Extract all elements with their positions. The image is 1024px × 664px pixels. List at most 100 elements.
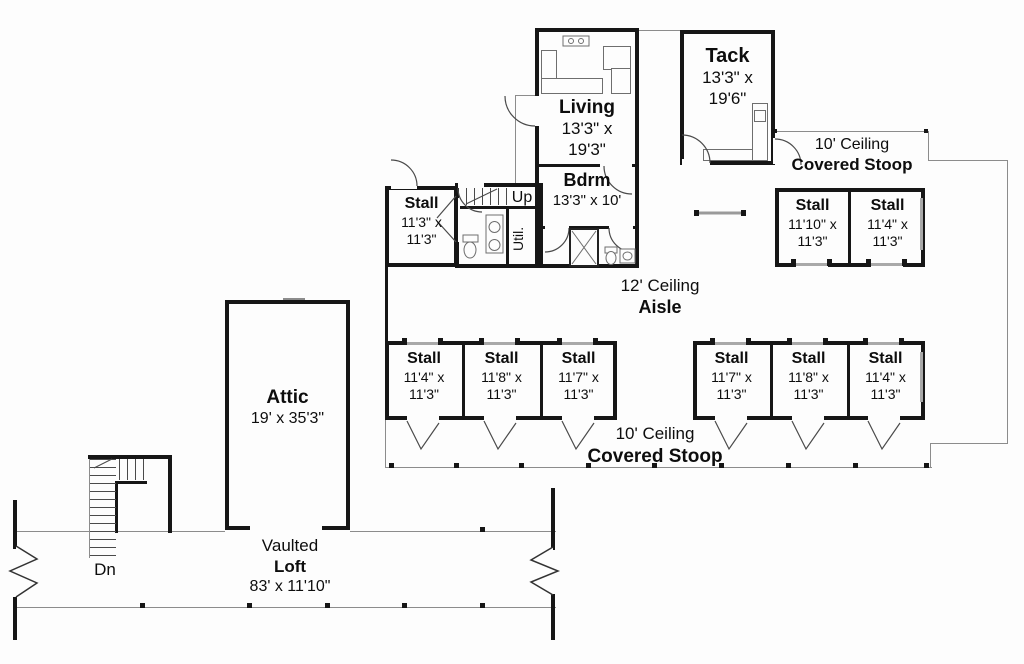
stall-dims: 11'3" (793, 385, 824, 402)
stall-dims: 11'3" (872, 232, 903, 249)
room-name: Attic (266, 387, 309, 408)
stall-se1-label: Stall 11'7" x 11'3" (695, 349, 768, 403)
door-panel (871, 263, 903, 266)
stall-dims: 11'4" x (403, 368, 445, 385)
stall-name: Stall (868, 350, 903, 367)
aisle-label: 12' Ceiling Aisle (570, 276, 750, 319)
stall-name: Stall (870, 197, 905, 214)
wall-segment (115, 481, 118, 533)
stall-dims: 11'8" x (788, 368, 829, 385)
room-name: Living (559, 97, 615, 118)
door-opening (545, 226, 569, 229)
outline-line (775, 131, 928, 132)
outline-line (1007, 160, 1008, 444)
room-dims: 13'3" x 10' (552, 191, 622, 209)
dn-text: Dn (94, 560, 116, 579)
up-text: Up (511, 189, 533, 206)
stoop-top-label: 10' Ceiling Covered Stoop (778, 135, 926, 175)
stairs-dn-treads (119, 459, 147, 480)
room-dims: 19'3" (568, 139, 606, 159)
tack-counter (754, 110, 766, 122)
loft-label: Vaulted Loft 83' x 11'10" (215, 536, 365, 597)
wall-segment (455, 206, 543, 209)
stall-dims: 11'4" x (867, 215, 908, 232)
gate-post (694, 210, 699, 216)
stall-ne1-label: Stall 11'10" x 11'3" (777, 196, 848, 250)
util-label: Util. (510, 212, 527, 266)
loft-dims: 83' x 11'10" (249, 578, 331, 596)
wall-segment (168, 455, 172, 533)
door-panel (715, 342, 747, 345)
stall-sw3-label: Stall 11'7" x 11'3" (542, 349, 615, 403)
door-panel (407, 342, 439, 345)
door-panel (868, 342, 900, 345)
stall-dims: 11'3" (409, 385, 439, 402)
door-opening (715, 415, 747, 421)
kitchen-fridge (603, 46, 631, 70)
room-dims: 19'6" (708, 89, 747, 109)
stall-dims: 11'4" x (865, 368, 906, 385)
attic-label: Attic 19' x 35'3" (230, 386, 345, 429)
stoop-bottom-label: 10' Ceiling Covered Stoop (560, 424, 750, 468)
wall-segment (539, 226, 635, 229)
door-opening (609, 226, 633, 229)
loft-vaulted: Vaulted (261, 536, 319, 555)
door-arc (390, 159, 418, 187)
loft-line (15, 607, 556, 608)
room-name: Tack (705, 45, 750, 67)
door-panel (792, 342, 824, 345)
outline-line (385, 467, 932, 468)
stall-se3-label: Stall 11'4" x 11'3" (849, 349, 922, 403)
door-opening (391, 184, 417, 189)
stall-dims: 11'10" x (788, 215, 837, 232)
stall-name: Stall (791, 350, 826, 367)
gate-post (741, 210, 746, 216)
wall-segment (88, 455, 172, 459)
aisle-name: Aisle (638, 296, 682, 317)
stoop-ceiling: 10' Ceiling (615, 424, 695, 443)
outline-line (928, 160, 1008, 161)
tack-room (680, 30, 775, 165)
outline-line (930, 443, 931, 468)
stall-dims: 11'3" x (401, 213, 442, 230)
door-opening (407, 415, 439, 421)
kitchen-counter (541, 78, 603, 94)
room-dims: 13'3" x (702, 68, 753, 88)
aisle-gate (694, 210, 746, 216)
door-panel (796, 263, 828, 266)
door-swing (406, 420, 440, 451)
wall-segment (462, 341, 465, 420)
porch-line (515, 95, 537, 96)
stall-dims: 11'3" (797, 232, 828, 249)
stall-name: Stall (561, 350, 596, 367)
stall-nw-label: Stall 11'3" x 11'3" (387, 194, 456, 248)
stall-se2-label: Stall 11'8" x 11'3" (772, 349, 845, 403)
break-mask (6, 549, 32, 597)
stall-dims: 11'8" x (481, 368, 522, 385)
loft-line (15, 531, 90, 532)
door-opening (484, 415, 516, 421)
door-opening (458, 183, 484, 188)
stall-dims: 11'3" (716, 385, 747, 402)
stairs-up-label: Up (504, 188, 540, 208)
living-label: Living 13'3" x 19'3" (539, 96, 635, 161)
stall-dims: 11'3" (406, 230, 437, 247)
stall-sw2-label: Stall 11'8" x 11'3" (465, 349, 538, 403)
stall-name: Stall (484, 350, 519, 367)
stall-sw1-label: Stall 11'4" x 11'3" (388, 349, 460, 403)
stall-ne2-label: Stall 11'4" x 11'3" (852, 196, 923, 250)
stairs-edge (89, 459, 90, 558)
door-panel (562, 342, 594, 345)
kitchen-counter (611, 68, 631, 94)
door-opening (533, 96, 539, 126)
door-opening (792, 415, 824, 421)
stall-name: Stall (714, 350, 749, 367)
wall-segment (535, 164, 639, 167)
door-swing (791, 420, 825, 451)
wall-segment (115, 481, 147, 484)
room-dims: 19' x 35'3" (250, 410, 325, 428)
loft-line (350, 531, 556, 532)
outline-line (930, 443, 1008, 444)
